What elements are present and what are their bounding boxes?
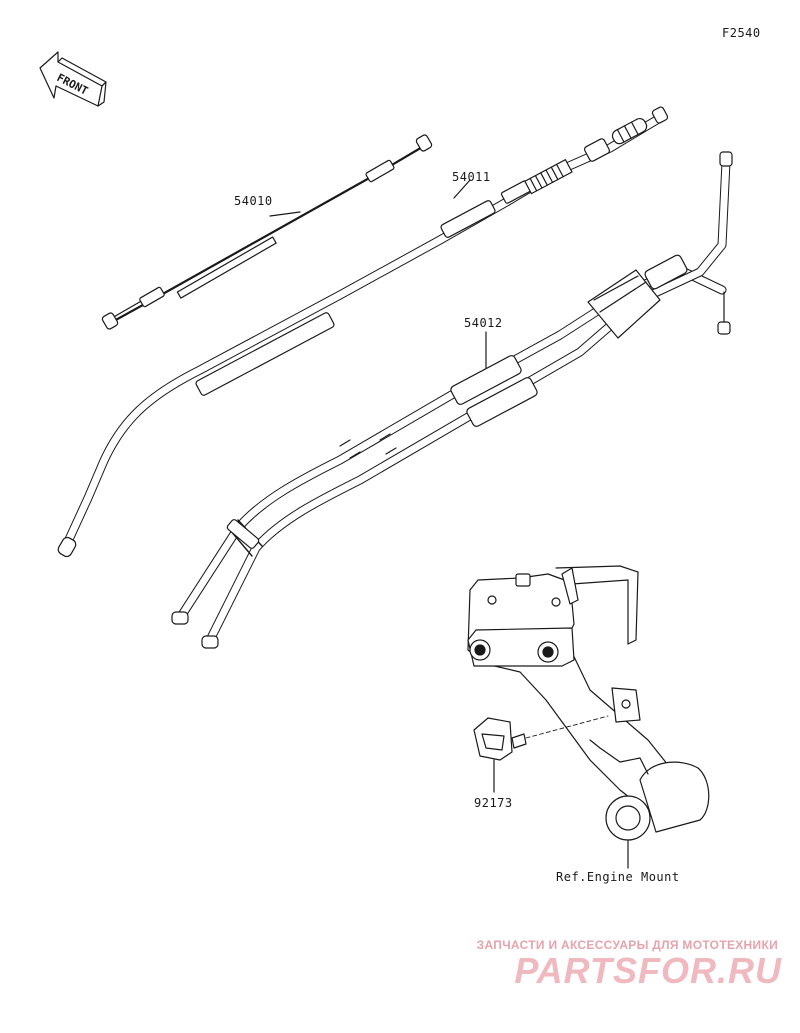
- reference-label: Ref.Engine Mount: [556, 870, 680, 884]
- cable-54012: [171, 151, 733, 649]
- part-label-54012: 54012: [464, 316, 503, 330]
- part-label-54011: 54011: [452, 170, 491, 184]
- watermark-tagline: ЗАПЧАСТИ И АКСЕССУАРЫ ДЛЯ МОТОТЕХНИКИ: [476, 938, 778, 952]
- part-label-92173: 92173: [474, 796, 513, 810]
- clamp-92173: [473, 715, 609, 793]
- part-label-54010: 54010: [234, 194, 273, 208]
- cable-54010: [101, 134, 433, 330]
- cable-54011: [57, 106, 669, 558]
- front-arrow-icon: FRONT: [39, 51, 107, 107]
- watermark-logo: PARTSFOR.RU: [514, 950, 782, 991]
- figure-code: F2540: [722, 26, 761, 40]
- engine-mount-bracket: [467, 565, 710, 869]
